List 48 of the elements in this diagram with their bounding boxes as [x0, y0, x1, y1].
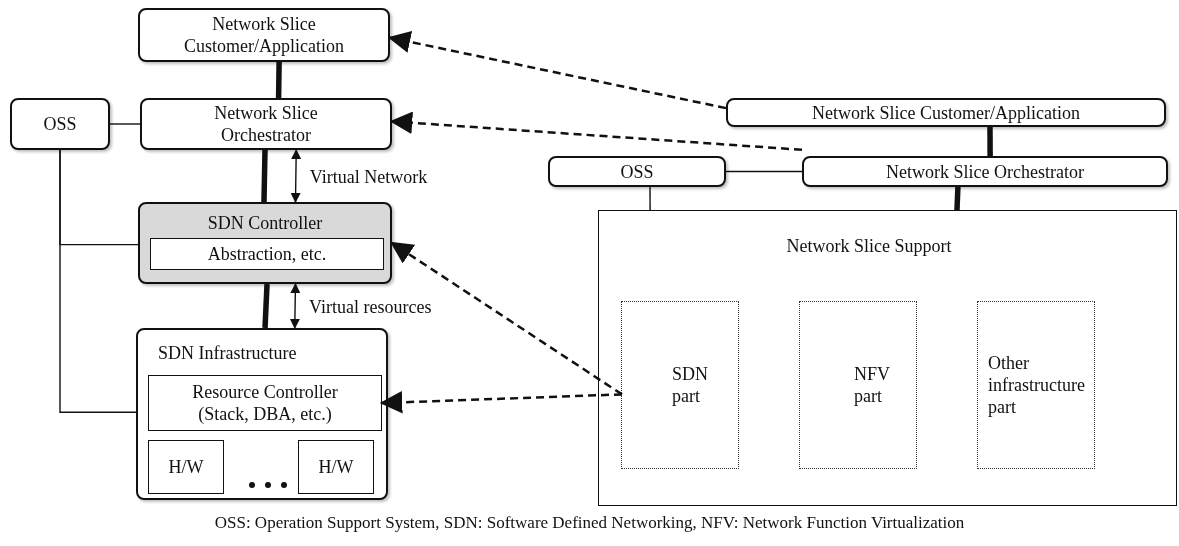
process-box: [548, 156, 726, 187]
connector-line: [725, 170, 803, 173]
arrow: [387, 30, 727, 110]
box-label: Other infrastructure part: [987, 352, 1086, 418]
connector-line: [649, 186, 651, 211]
hardware-box: [298, 440, 374, 494]
process-box: [140, 98, 392, 150]
function-box: [150, 238, 384, 270]
box-label: OSS: [619, 160, 655, 183]
connector-line: [262, 283, 270, 329]
box-label: H/W: [167, 456, 205, 478]
connector-line: [59, 149, 137, 413]
connector-line: [987, 127, 993, 156]
heading: SDN Infrastructure: [158, 342, 298, 364]
box-label: H/W: [317, 456, 355, 478]
heading: SDN Controller: [206, 212, 324, 234]
box-label: NFV part: [853, 363, 891, 407]
function-box: [148, 375, 382, 431]
arrow: [379, 391, 623, 414]
box-label: Network Slice Orchestrator: [213, 102, 319, 146]
arrow: [390, 241, 623, 396]
box-label: Abstraction, etc.: [206, 243, 328, 265]
arrow: [389, 111, 803, 152]
caption: OSS: Operation Support System, SDN: Software Defined Networking, NFV: Network Function Virtualization: [213, 513, 966, 533]
box-label: Resource Controller (Stack, DBA, etc.): [191, 381, 339, 425]
connector-line: [275, 61, 282, 99]
controller-box: [138, 202, 392, 284]
heading: Network Slice Support: [785, 235, 953, 257]
box-label: SDN part: [671, 363, 709, 407]
process-box: [138, 8, 390, 62]
connector-line: [109, 123, 141, 125]
part-box: [799, 301, 917, 469]
part-box: [977, 301, 1095, 469]
double-arrow: [290, 149, 302, 203]
infrastructure-box: [136, 328, 388, 500]
connector-line: [261, 149, 268, 203]
box-label: OSS: [42, 113, 78, 135]
support-panel: [598, 210, 1177, 506]
process-box: [802, 156, 1168, 187]
box-label: Network Slice Customer/Application: [811, 101, 1081, 124]
connector-line: [954, 186, 961, 211]
box-label: Network Slice Orchestrator: [885, 160, 1085, 183]
box-label: Network Slice Customer/Application: [183, 13, 345, 57]
process-box: [726, 98, 1166, 127]
double-arrow: [289, 283, 301, 329]
hardware-box: [148, 440, 224, 494]
process-box: [10, 98, 110, 150]
part-box: [621, 301, 739, 469]
